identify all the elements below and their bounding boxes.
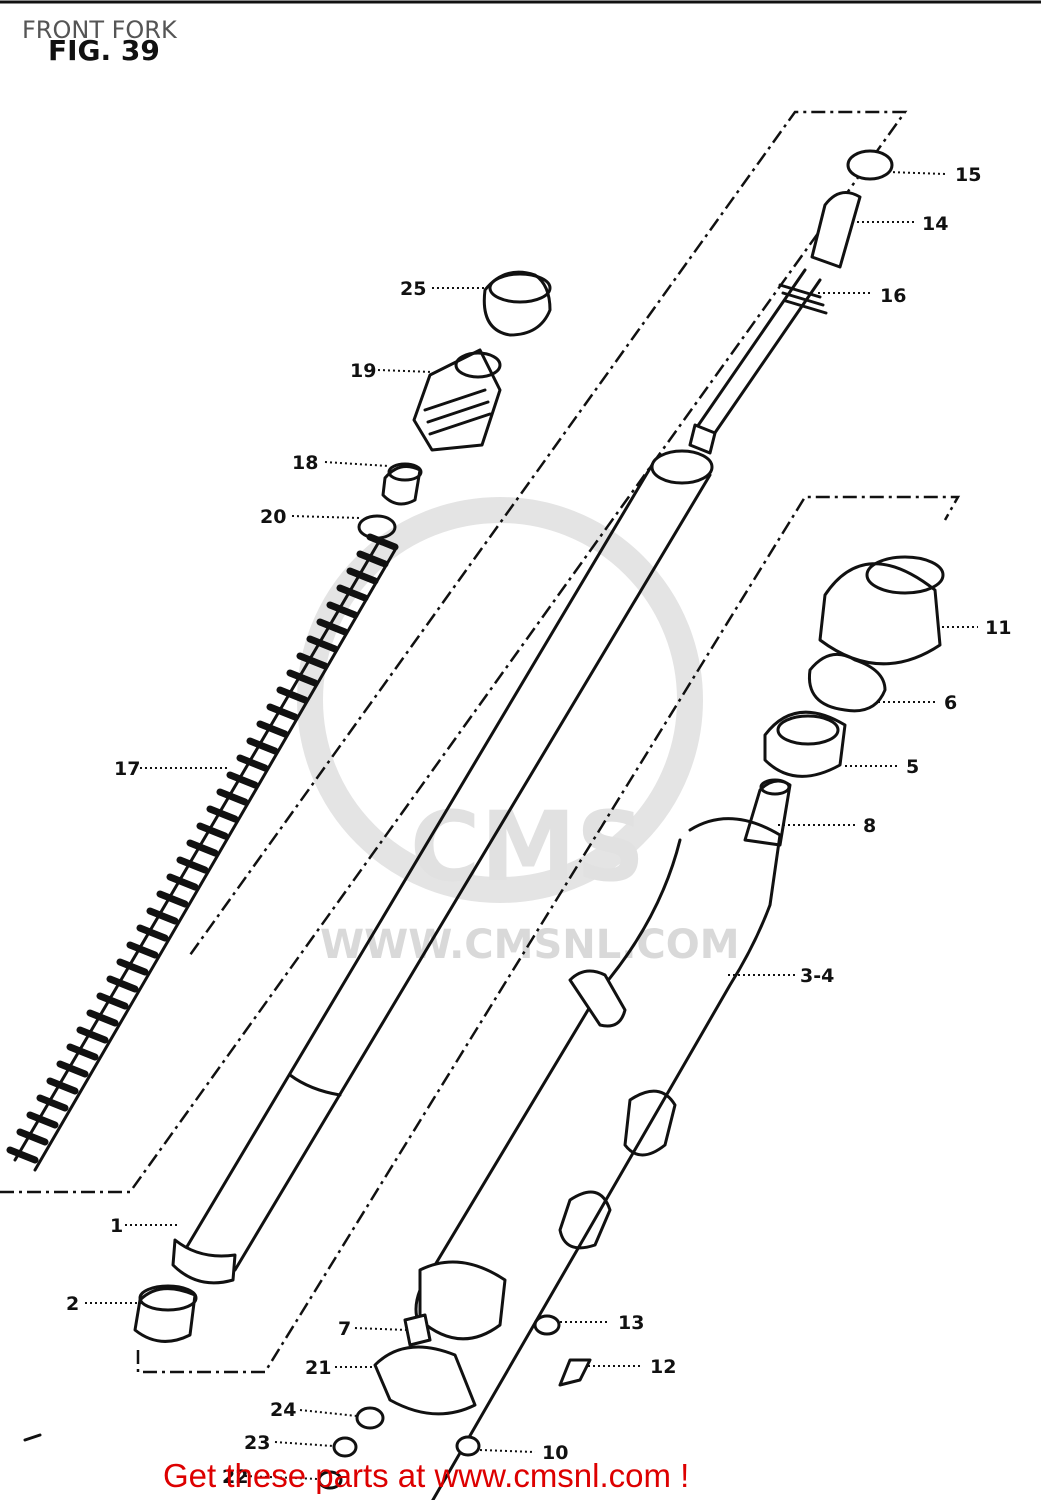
part-label-17: 17 [114, 758, 140, 780]
page-title: FRONT FORK [22, 16, 178, 44]
part-label-19: 19 [350, 360, 376, 382]
part-label-3-4: 3-4 [800, 965, 834, 987]
damper-rod-ring [846, 149, 894, 181]
washer-13 [533, 1314, 561, 1336]
part-label-18: 18 [292, 452, 318, 474]
oil-seal [763, 710, 847, 778]
nut-22 [317, 1470, 343, 1490]
spring-seat-ring [357, 514, 397, 540]
part-label-22: 22 [222, 1466, 248, 1488]
part-label-14: 14 [922, 213, 948, 235]
part-label-6: 6 [944, 692, 957, 714]
figure-number: FIG. 39 [48, 34, 160, 67]
leader-lines [85, 171, 978, 1480]
outer-tube-group-bracket [136, 495, 961, 1374]
part-label-23: 23 [244, 1432, 270, 1454]
watermark-logo-text: CMS [410, 791, 645, 903]
part-label-10: 10 [542, 1442, 568, 1464]
part-label-25: 25 [400, 278, 426, 300]
nut-10 [455, 1435, 481, 1457]
circlip [807, 652, 887, 713]
inner-tube-group-bracket [0, 110, 908, 1194]
footer-link[interactable]: Get these parts at www.cmsnl.com ! [163, 1457, 689, 1494]
fork-cap [482, 270, 552, 337]
inner-fork-tube [171, 449, 714, 1285]
damper-cylinder [743, 778, 792, 847]
fork-cap-bolt [412, 348, 502, 452]
spring-spacer [381, 462, 423, 506]
part-label-21: 21 [305, 1357, 331, 1379]
nut-23 [332, 1436, 358, 1458]
part-labels: 15 14 16 25 19 18 20 11 6 5 8 17 3-4 1 2… [66, 164, 1011, 1488]
part-label-2: 2 [66, 1293, 79, 1315]
part-label-24: 24 [270, 1399, 296, 1421]
slide-bushing [133, 1284, 198, 1343]
damper-rod [688, 191, 862, 455]
part-label-16: 16 [880, 285, 906, 307]
part-label-13: 13 [618, 1312, 644, 1334]
part-label-12: 12 [650, 1356, 676, 1378]
part-label-5: 5 [906, 756, 919, 778]
part-label-8: 8 [863, 815, 876, 837]
drain-bolt-7 [403, 1313, 432, 1347]
watermark-logo: CMS [297, 497, 703, 903]
part-label-7: 7 [338, 1318, 351, 1340]
part-label-11: 11 [985, 617, 1011, 639]
corner-mark [23, 1433, 42, 1442]
part-label-15: 15 [955, 164, 981, 186]
bolt-12 [558, 1358, 592, 1387]
fork-spring [6, 533, 399, 1172]
dust-seal [818, 555, 945, 666]
axle-holder-21 [373, 1345, 477, 1416]
part-label-1: 1 [110, 1215, 123, 1237]
washer-24 [355, 1406, 385, 1430]
part-label-20: 20 [260, 506, 286, 528]
